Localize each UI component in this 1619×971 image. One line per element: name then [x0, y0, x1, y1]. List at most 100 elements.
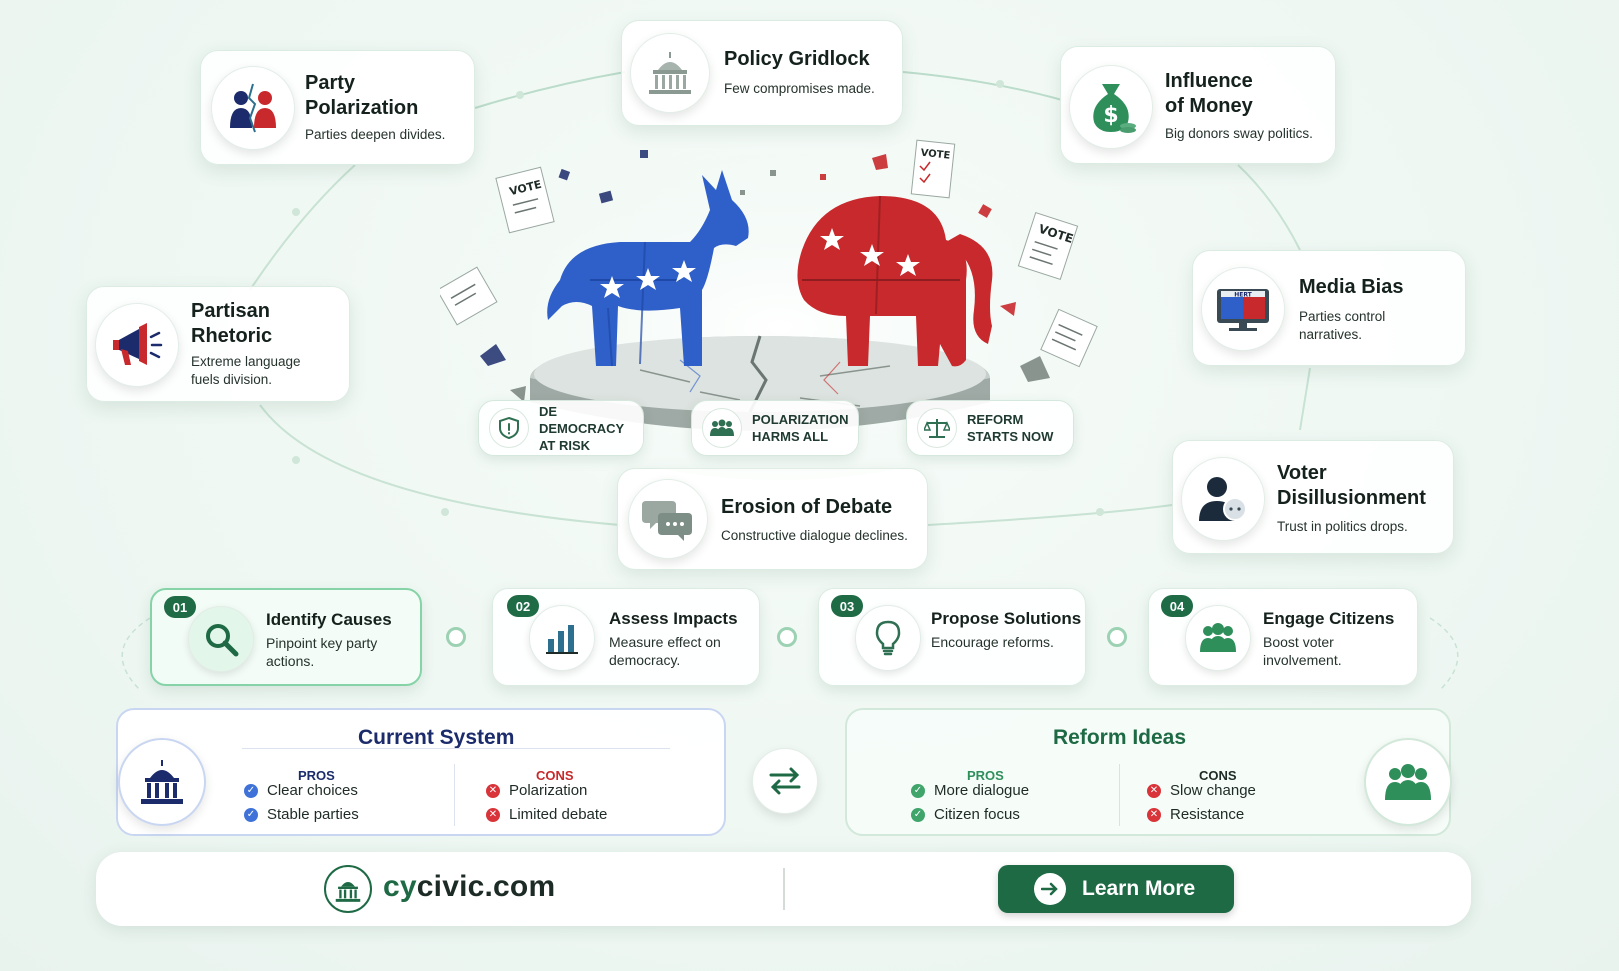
vote-ballot — [436, 266, 498, 326]
step-connector — [777, 627, 797, 647]
topic-partisan-rhetoric: Partisan Rhetoric Extreme language fuels… — [86, 286, 350, 402]
cons-label: CONS — [536, 768, 574, 783]
topic-title: Influence — [1165, 70, 1253, 92]
topic-title: Disillusionment — [1277, 487, 1426, 509]
vote-ballot: VOTE — [495, 166, 555, 234]
topic-title: Media Bias — [1299, 276, 1404, 298]
step-identify-causes[interactable]: 01 Identify Causes Pinpoint key party ac… — [150, 588, 422, 686]
badge-text: HARMS ALL — [752, 429, 829, 444]
badge-reform-starts-now: REFORM STARTS NOW — [906, 400, 1074, 456]
current-system-panel: Current System PROS CONS ✓Clear choices … — [116, 708, 726, 836]
pros-label: PROS — [967, 768, 1004, 783]
sad-voter-icon — [1181, 457, 1265, 541]
step-title: Assess Impacts — [609, 609, 738, 628]
topic-influence-of-money: $ Influence of Money Big donors sway pol… — [1060, 46, 1336, 164]
topic-title: Rhetoric — [191, 325, 273, 347]
magnifier-icon — [188, 606, 254, 672]
list-item: ✕Limited debate — [486, 806, 607, 823]
bar-chart-icon — [529, 605, 595, 671]
x-icon: ✕ — [1147, 807, 1161, 822]
badge-text: POLARIZATION — [752, 412, 849, 427]
x-icon: ✕ — [1147, 783, 1161, 798]
central-illustration: VOTE VOTE VOTE — [436, 130, 1120, 480]
money-bag-icon: $ — [1069, 65, 1153, 149]
topic-title: Party — [305, 72, 356, 94]
arrow-right-icon — [1034, 873, 1066, 905]
badge-text: STARTS NOW — [967, 429, 1054, 444]
learn-more-label: Learn More — [1082, 877, 1196, 900]
panel-title: Reform Ideas — [1053, 726, 1187, 749]
step-number: 04 — [1161, 595, 1193, 617]
brand-name[interactable]: cycivic.com — [383, 870, 555, 904]
brand-rest: civic.com — [416, 870, 556, 903]
list-item: ✓More dialogue — [911, 782, 1029, 799]
topic-policy-gridlock: Policy Gridlock Few compromises made. — [621, 20, 903, 126]
check-icon: ✓ — [911, 783, 925, 798]
step-desc: Measure effect on democracy. — [609, 634, 721, 668]
x-icon: ✕ — [486, 783, 500, 798]
step-number: 01 — [164, 596, 196, 618]
topic-desc: narratives. — [1299, 327, 1363, 342]
step-connector — [1107, 627, 1127, 647]
step-title: Engage Citizens — [1263, 609, 1395, 628]
topic-title: Voter — [1277, 462, 1327, 484]
topic-title: of Money — [1165, 95, 1253, 117]
badge-polarization-harms-all: POLARIZATION HARMS ALL — [691, 400, 859, 456]
monitor-icon: HERT — [1201, 267, 1285, 351]
shield-icon — [489, 408, 529, 448]
speech-bubbles-icon — [628, 479, 708, 559]
topic-media-bias: HERT Media Bias Parties control narrativ… — [1192, 250, 1466, 366]
divided-people-icon — [211, 66, 295, 150]
check-icon: ✓ — [244, 783, 258, 798]
step-assess-impacts[interactable]: 02 Assess Impacts Measure effect on demo… — [492, 588, 760, 686]
topic-title: Polarization — [305, 97, 419, 119]
lightbulb-icon — [855, 605, 921, 671]
svg-text:VOTE: VOTE — [920, 148, 951, 162]
topic-erosion-of-debate: Erosion of Debate Constructive dialogue … — [617, 468, 928, 570]
step-desc: Pinpoint key party actions. — [266, 635, 378, 669]
list-item: ✕Polarization — [486, 782, 587, 799]
topic-desc: fuels division. — [191, 372, 273, 387]
topic-desc: Parties control — [1299, 309, 1386, 324]
topic-desc: Big donors sway politics. — [1165, 126, 1313, 141]
list-item: ✕Resistance — [1147, 806, 1244, 823]
step-number: 03 — [831, 595, 863, 617]
badge-text: DE DEMOCRACY — [539, 403, 625, 436]
step-desc: Encourage reforms. — [931, 634, 1054, 650]
cons-label: CONS — [1199, 768, 1237, 783]
monitor-screen-text: HERT — [1234, 292, 1252, 299]
step-engage-citizens[interactable]: 04 Engage Citizens Boost voter involveme… — [1148, 588, 1418, 686]
step-propose-solutions[interactable]: 03 Propose Solutions Encourage reforms. — [818, 588, 1086, 686]
learn-more-button[interactable]: Learn More — [998, 865, 1234, 913]
list-item: ✓Stable parties — [244, 806, 359, 823]
people-icon — [1185, 605, 1251, 671]
x-icon: ✕ — [486, 807, 500, 822]
list-item: ✓Clear choices — [244, 782, 358, 799]
people-icon — [1364, 738, 1452, 826]
check-icon: ✓ — [244, 807, 258, 822]
badge-text: REFORM — [967, 412, 1024, 427]
topic-desc: Extreme language — [191, 354, 301, 369]
people-group-icon — [702, 408, 742, 448]
topic-desc: Few compromises made. — [724, 81, 875, 96]
topic-voter-disillusionment: Voter Disillusionment Trust in politics … — [1172, 440, 1454, 554]
step-desc: Boost voter involvement. — [1263, 634, 1342, 668]
capitol-icon — [630, 33, 710, 113]
scales-icon — [917, 408, 957, 448]
capitol-icon — [118, 738, 206, 826]
topic-title: Policy Gridlock — [724, 48, 870, 70]
vote-ballot: VOTE — [910, 139, 956, 199]
panel-title: Current System — [358, 726, 515, 749]
topic-title: Partisan — [191, 300, 270, 322]
swap-arrows-icon[interactable] — [752, 748, 818, 814]
brand-prefix: cy — [383, 870, 417, 903]
donkey-elephant-clash: VOTE VOTE VOTE — [436, 139, 1110, 480]
list-item: ✓Citizen focus — [911, 806, 1020, 823]
svg-text:$: $ — [1103, 103, 1118, 128]
megaphone-icon — [95, 303, 179, 387]
step-title: Identify Causes — [266, 610, 392, 629]
badge-democracy-at-risk: DE DEMOCRACY AT RISK — [478, 400, 644, 456]
topic-desc: Trust in politics drops. — [1277, 519, 1408, 534]
capitol-icon — [324, 865, 372, 913]
